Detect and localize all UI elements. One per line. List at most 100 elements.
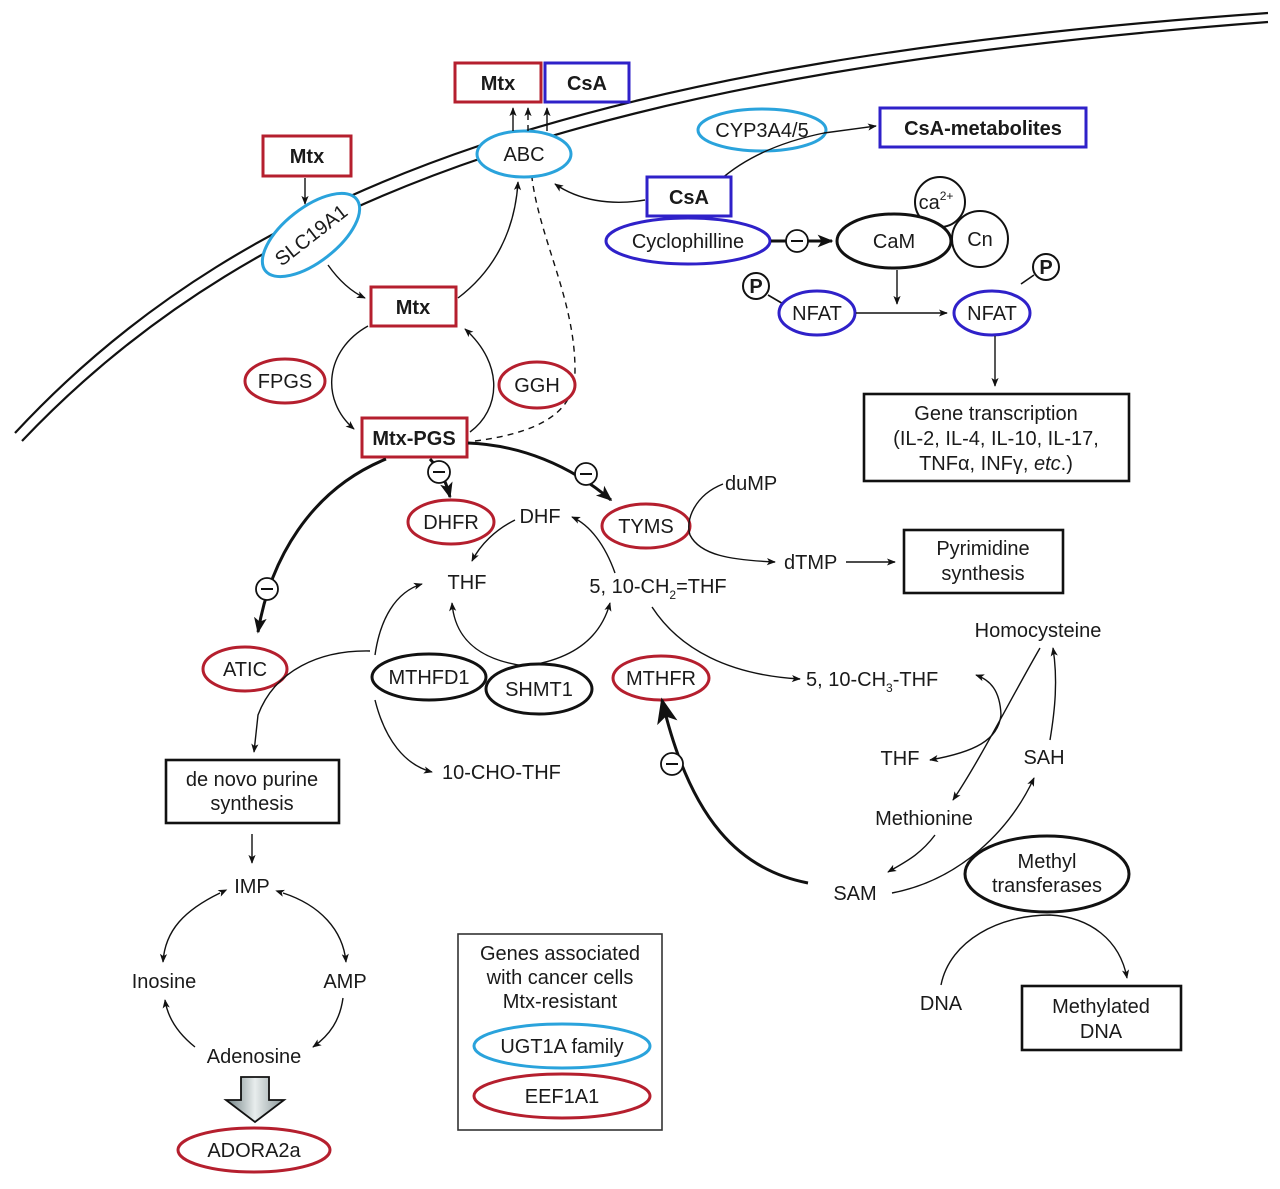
arrow-slc-to-mtx	[327, 264, 366, 299]
csa-metabolites-box: CsA-metabolites	[878, 106, 1088, 149]
methylated-dna-line2: DNA	[1080, 1021, 1123, 1043]
dtmp-label: dTMP	[784, 552, 837, 574]
arrow-dna-to-methylated-dna	[940, 914, 1130, 986]
arrow-ch2thf-to-ch3thf	[651, 606, 801, 683]
mthfd1-enzyme: MTHFD1	[370, 652, 488, 702]
mtx-intracellular-box: Mtx	[369, 285, 458, 328]
adenosine-to-adora2a-block-arrow	[223, 1076, 287, 1124]
dna-label: DNA	[920, 993, 963, 1015]
adora2a-label: ADORA2a	[207, 1140, 301, 1162]
phospho-label-2: P	[1039, 257, 1052, 279]
arrow-mtxpgs-to-mtx	[464, 328, 495, 433]
legend-eef1a1-label: EEF1A1	[525, 1086, 599, 1108]
ggh-enzyme: GGH	[497, 360, 577, 410]
denovo-line1: de novo purine	[186, 769, 318, 791]
efflux-csa-box: CsA	[543, 61, 631, 104]
atic-label: ATIC	[223, 659, 267, 681]
nfat-label: NFAT	[967, 303, 1017, 325]
mthfd1-label: MTHFD1	[388, 667, 469, 689]
efflux-mtx-label: Mtx	[481, 73, 515, 95]
nfat-p-label: NFAT	[792, 303, 842, 325]
dhf-label: DHF	[519, 506, 560, 528]
arrow-ch2thf-to-dhf	[571, 516, 616, 574]
inhibition-symbol-tyms	[574, 462, 598, 486]
amp-label: AMP	[323, 971, 366, 993]
inhibition-symbol-cam	[785, 229, 809, 253]
cyclophilline-protein: Cyclophilline	[604, 216, 772, 266]
fpgs-enzyme: FPGS	[243, 357, 327, 405]
methyltransferases-line1: Methyl	[1018, 851, 1077, 873]
legend-item-ugt1a: UGT1A family	[472, 1022, 652, 1070]
arrow-shmt1-to-ch2thf	[524, 602, 612, 667]
arrow-shmt1-to-thf	[449, 602, 526, 667]
csa-label: CsA	[669, 187, 709, 209]
arrow-mtxpgs-inhibits-tyms	[467, 441, 613, 502]
imp-label: IMP	[234, 876, 270, 898]
abc-transporter: ABC	[475, 129, 573, 179]
methyltransferases-enzyme: Methyl transferases	[963, 834, 1131, 914]
arrow-mthfd1-to-thf	[374, 582, 423, 656]
thf-label: THF	[448, 572, 487, 594]
dhfr-label: DHFR	[423, 512, 479, 534]
gene-transcription-line3: TNFα, INFγ, etc.)	[919, 453, 1073, 475]
mthfr-enzyme: MTHFR	[611, 654, 711, 702]
cam-label: CaM	[873, 231, 915, 253]
arrow-homocysteine-to-methionine	[952, 647, 1041, 801]
arrow-sah-to-homocysteine	[1049, 647, 1058, 741]
denovo-purine-synthesis-box: de novo purine synthesis	[164, 758, 341, 825]
legend-line2: with cancer cells	[486, 967, 634, 989]
ch3thf-label: 5, 10-CH3-THF	[806, 669, 938, 695]
cyclophilline-label: Cyclophilline	[632, 231, 744, 253]
phospho-label-1: P	[749, 276, 762, 298]
methylated-dna-box: Methylated DNA	[1020, 984, 1183, 1052]
pyrimidine-line1: Pyrimidine	[936, 538, 1029, 560]
arrow-to-ch3thf	[975, 674, 1002, 716]
arrow-mthfd1-to-chothf	[374, 699, 433, 774]
thf2-label: THF	[881, 748, 920, 770]
inosine-label: Inosine	[132, 971, 197, 993]
arrow-imp-inosine	[159, 889, 228, 963]
mtx-pgs-label: Mtx-PGS	[372, 428, 455, 450]
methyltransferases-line2: transferases	[992, 875, 1102, 897]
dashed-mtxpgs-to-abc	[474, 177, 576, 442]
arrow-dump-to-dtmp	[688, 483, 776, 566]
arrow-adenosine-to-inosine	[162, 999, 196, 1048]
adenosine-label: Adenosine	[207, 1046, 302, 1068]
pyrimidine-synthesis-box: Pyrimidine synthesis	[902, 528, 1065, 595]
cn-label: Cn	[967, 229, 993, 251]
homocysteine-label: Homocysteine	[975, 620, 1102, 642]
efflux-mtx-box: Mtx	[453, 61, 543, 104]
gene-transcription-line1: Gene transcription	[914, 403, 1077, 425]
cyp3a4-5-enzyme: CYP3A4/5	[696, 107, 828, 153]
nfat-active: NFAT P	[952, 253, 1060, 337]
methylated-dna-line1: Methylated	[1052, 996, 1150, 1018]
inhibition-symbol-mthfr	[660, 752, 684, 776]
calcineurin-cn: Cn	[951, 210, 1009, 268]
cho-thf-label: 10-CHO-THF	[442, 762, 561, 784]
sah-label: SAH	[1023, 747, 1064, 769]
pyrimidine-line2: synthesis	[941, 563, 1024, 585]
arrow-mtxpgs-inhibits-atic	[254, 457, 387, 634]
cam-protein: CaM	[835, 212, 953, 270]
inhibition-symbol-atic	[255, 577, 279, 601]
mtx-extracellular-box: Mtx	[261, 134, 353, 178]
tyms-enzyme: TYMS	[600, 502, 692, 550]
arrow-atic-to-purine	[251, 650, 371, 753]
gene-transcription-line2: (IL-2, IL-4, IL-10, IL-17,	[893, 428, 1099, 450]
arrow-ch3thf-to-thf	[929, 714, 1002, 763]
mtx-extracellular-label: Mtx	[290, 146, 324, 168]
mtx-pgs-box: Mtx-PGS	[360, 416, 469, 459]
legend-line1: Genes associated	[480, 943, 640, 965]
abc-label: ABC	[503, 144, 544, 166]
denovo-line2: synthesis	[210, 793, 293, 815]
calcium-label: ca2+	[919, 189, 954, 214]
inhibition-symbol-dhfr	[427, 460, 451, 484]
mthfr-label: MTHFR	[626, 668, 696, 690]
efflux-csa-label: CsA	[567, 73, 607, 95]
dump-label: duMP	[725, 473, 777, 495]
ch2thf-label: 5, 10-CH2=THF	[589, 576, 726, 602]
arrow-csa-to-metabolites	[719, 123, 877, 181]
methionine-label: Methionine	[875, 808, 973, 830]
legend-box: Genes associated with cancer cells Mtx-r…	[457, 933, 663, 1131]
